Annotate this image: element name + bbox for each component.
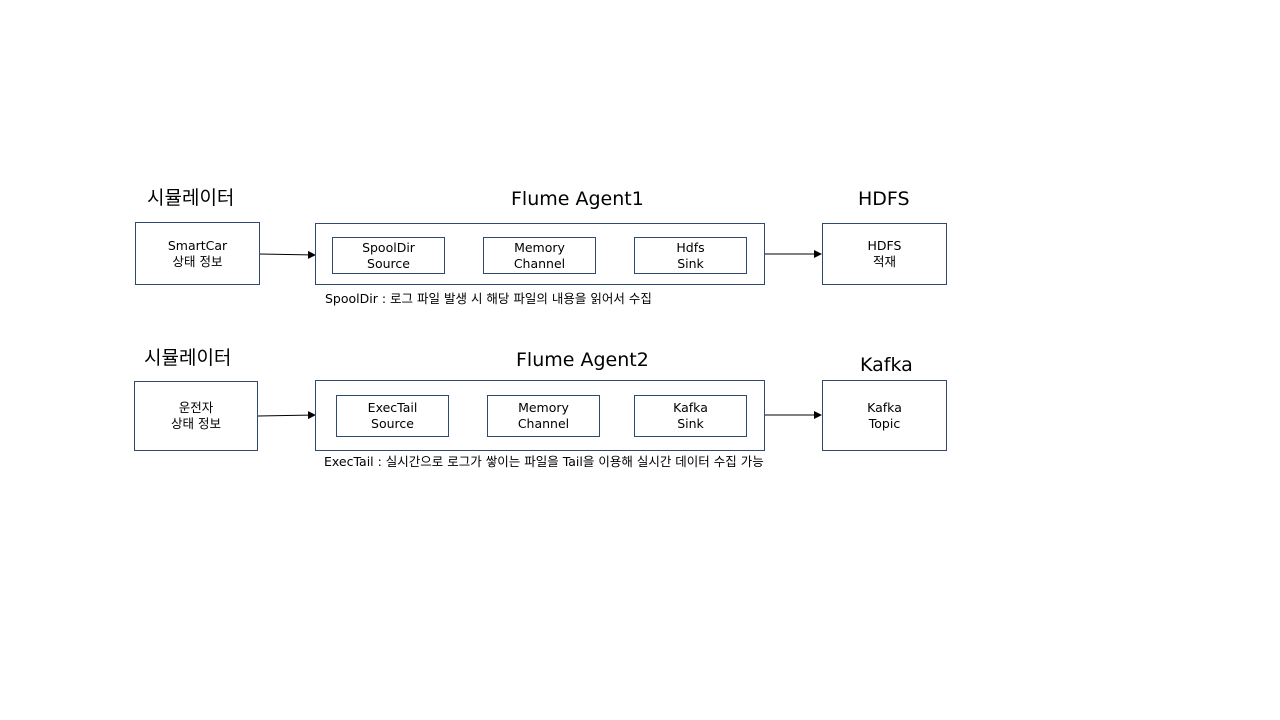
row1-component-sink-line1: Hdfs — [676, 239, 705, 255]
row2-source-heading: 시뮬레이터 — [144, 347, 232, 369]
row1-component-source: SpoolDir Source — [332, 237, 445, 274]
row1-component-sink-line2: Sink — [677, 255, 704, 271]
row1-component-channel-line1: Memory — [514, 239, 565, 255]
row1-component-source-line1: SpoolDir — [362, 239, 415, 255]
row2-component-source-line1: ExecTail — [367, 400, 418, 415]
row1-sink-line1: HDFS — [867, 238, 902, 253]
row2-source-line1: 운전자 — [178, 400, 214, 415]
row1-component-channel-line2: Channel — [513, 255, 566, 271]
row2-component-sink-line1: Kafka — [673, 400, 708, 415]
row2-component-source-line2: Source — [371, 416, 414, 431]
row1-source-line1: SmartCar — [167, 237, 228, 253]
row2-sink-line2: Topic — [868, 415, 901, 431]
row1-sink-box: HDFS 적재 — [822, 223, 947, 285]
row2-component-channel-line2: Channel — [517, 416, 570, 431]
row1-source-line2: 상태 정보 — [172, 253, 223, 269]
row1-sink-heading: HDFS — [858, 188, 910, 210]
row2-component-sink: Kafka Sink — [634, 395, 747, 437]
row2-sink-heading: Kafka — [860, 354, 913, 376]
row1-component-sink: Hdfs Sink — [634, 237, 747, 274]
row1-sink-line2: 적재 — [872, 254, 896, 269]
row2-component-channel-line1: Memory — [518, 400, 569, 415]
row1-note: SpoolDir : 로그 파일 발생 시 해당 파일의 내용을 읽어서 수집 — [325, 291, 652, 306]
row1-component-channel: Memory Channel — [483, 237, 596, 274]
row2-component-source: ExecTail Source — [336, 395, 449, 437]
row2-source-line2: 상태 정보 — [171, 416, 221, 431]
arrow-row1-source-to-agent — [259, 250, 316, 259]
row2-sink-box: Kafka Topic — [822, 380, 947, 451]
row2-sink-line1: Kafka — [867, 399, 902, 415]
row1-agent-heading: Flume Agent1 — [511, 188, 644, 210]
row1-source-heading: 시뮬레이터 — [147, 187, 235, 209]
arrow-row2-source-to-agent — [257, 411, 316, 420]
row2-component-sink-line2: Sink — [677, 416, 704, 431]
row2-source-box: 운전자 상태 정보 — [134, 381, 258, 451]
row2-agent-heading: Flume Agent2 — [516, 349, 649, 371]
row2-component-channel: Memory Channel — [487, 395, 600, 437]
row1-component-source-line2: Source — [367, 255, 410, 271]
row2-note: ExecTail : 실시간으로 로그가 쌓이는 파일을 Tail을 이용해 실… — [324, 454, 764, 469]
row1-source-box: SmartCar 상태 정보 — [135, 222, 260, 285]
